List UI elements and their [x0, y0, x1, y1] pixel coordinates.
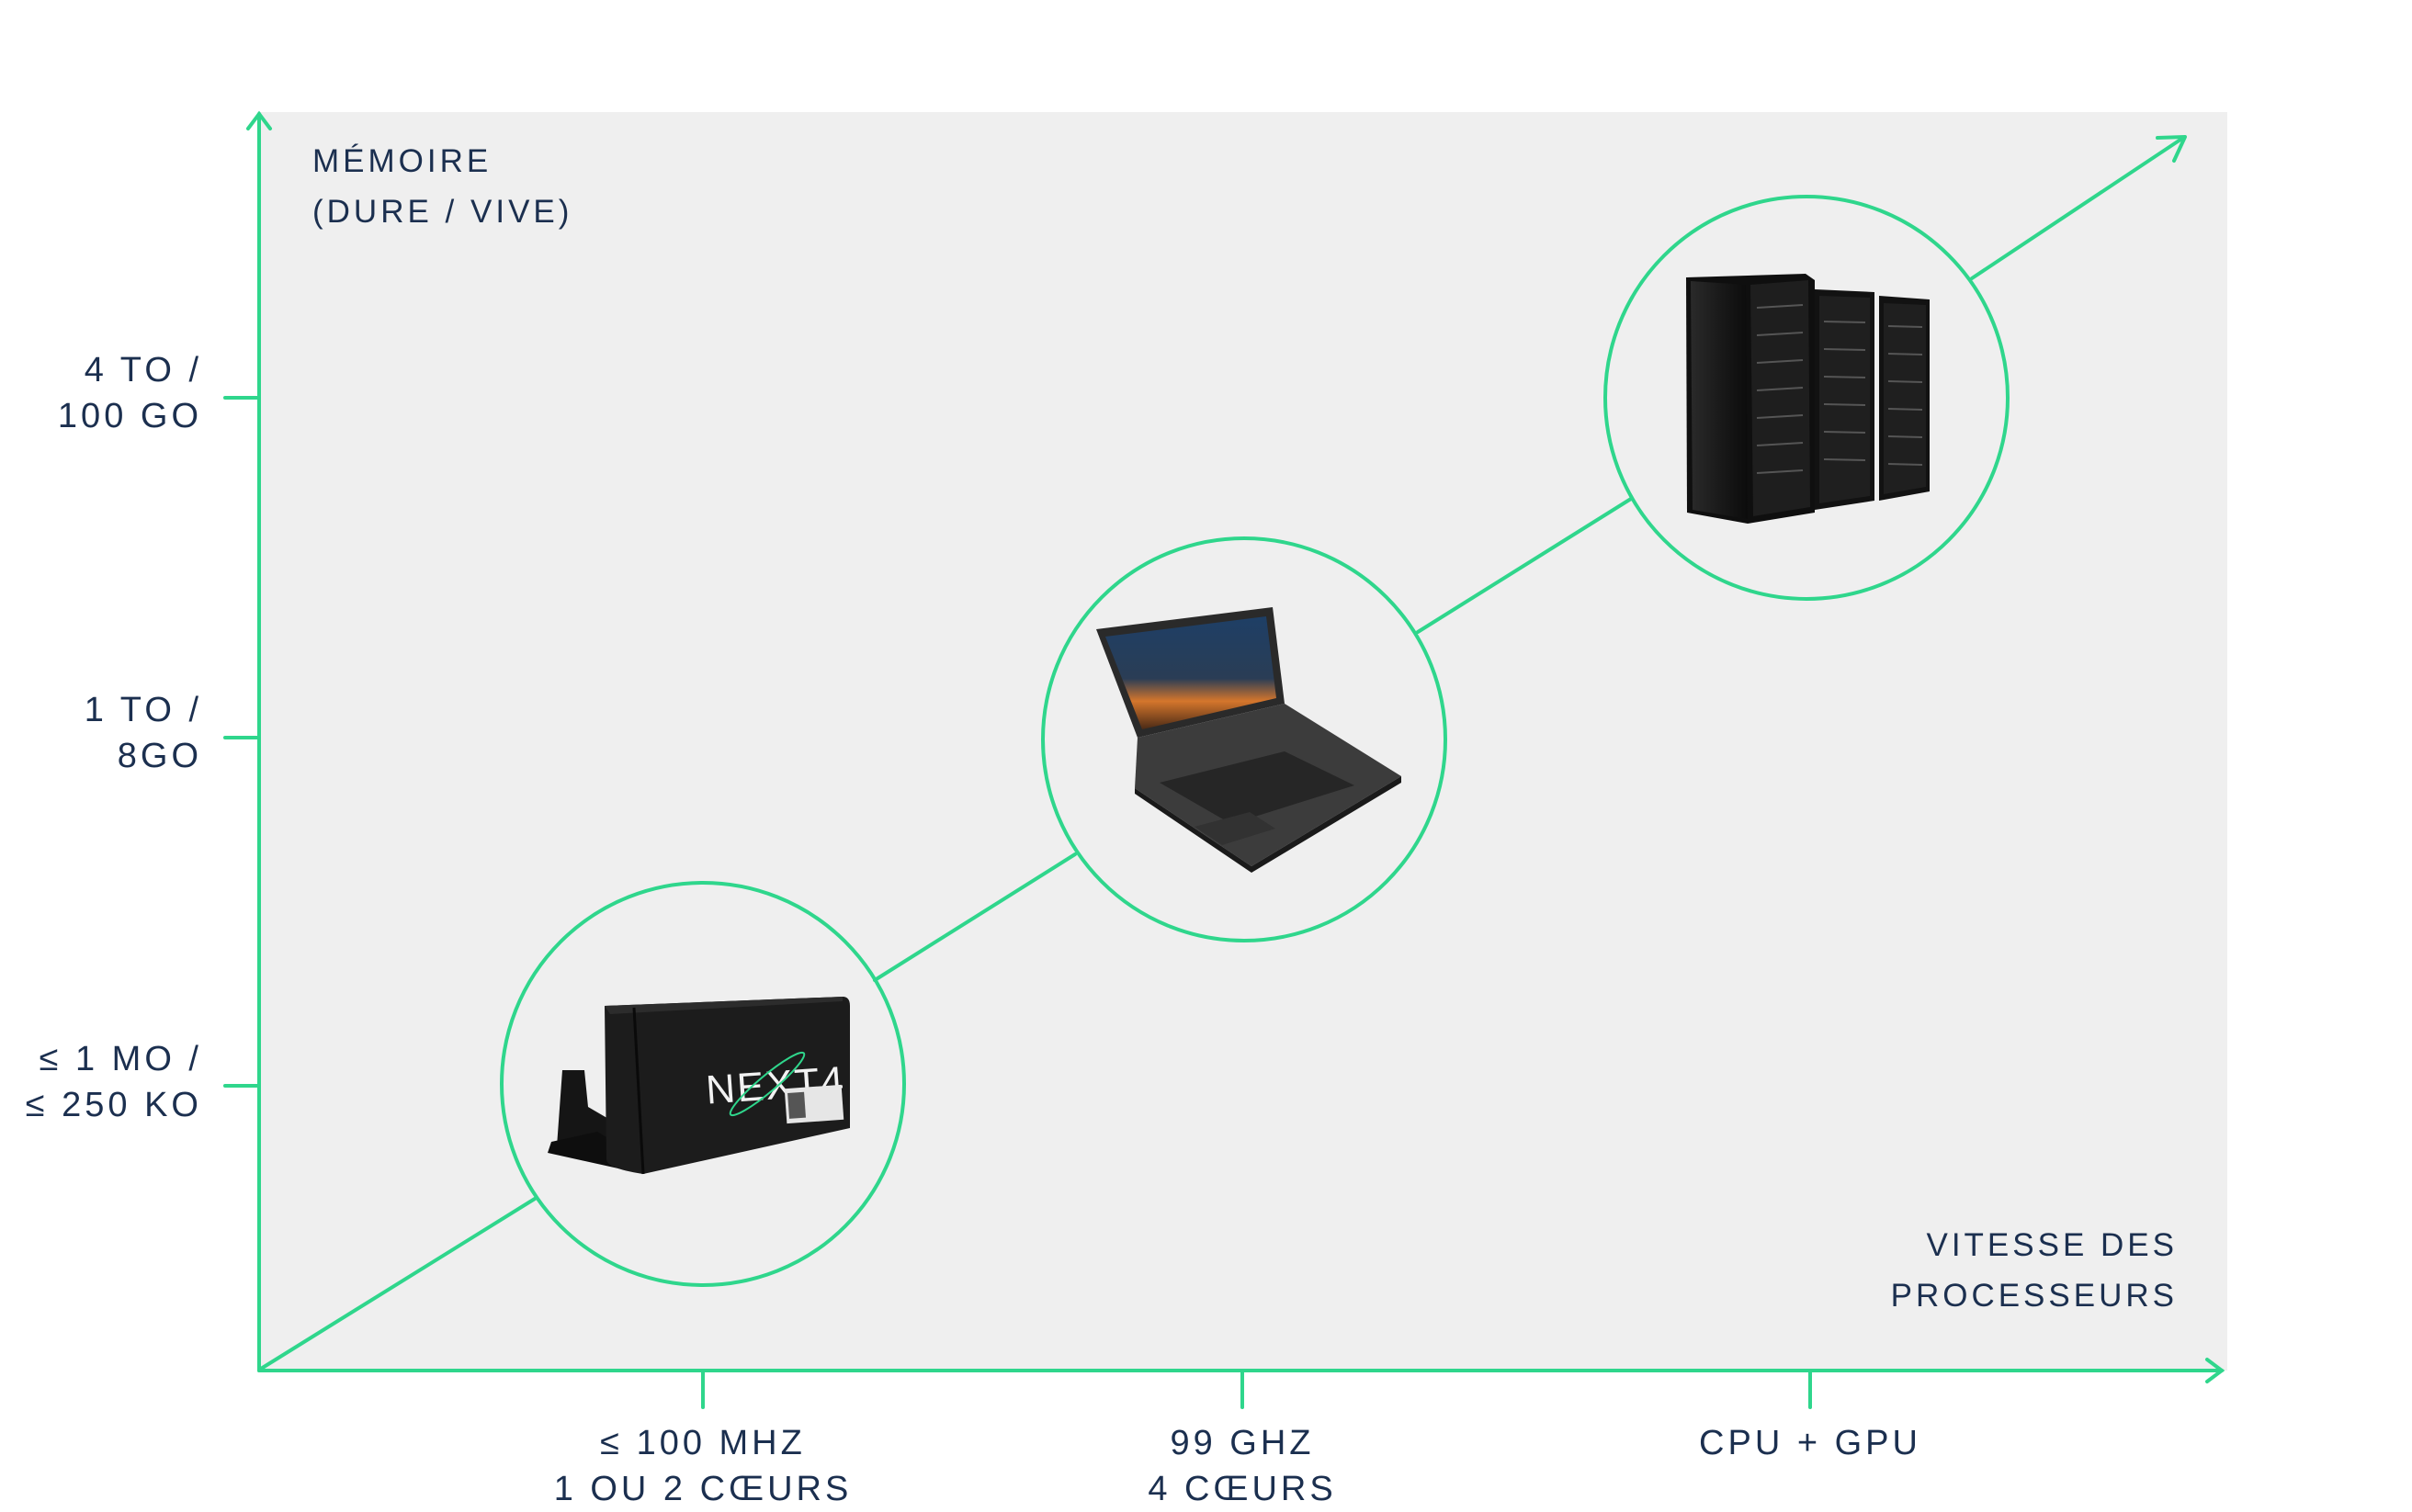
trend-line	[259, 135, 2187, 1371]
y-tick-label-3-line2: 100 GO	[57, 397, 202, 435]
y-tick-label-3: 4 TO / 100 GO	[0, 347, 202, 439]
device-circle-medium	[1041, 536, 1447, 942]
y-tick-label-2-line2: 8GO	[117, 737, 202, 775]
y-axis-title: MÉMOIRE (DURE / VIVE)	[312, 136, 698, 237]
x-axis	[257, 1358, 2225, 1409]
y-axis-title-line2: (DURE / VIVE)	[312, 194, 573, 230]
x-tick-label-1-line2: 1 OU 2 CŒURS	[553, 1470, 853, 1508]
iot-device-image: NEXT4	[548, 997, 850, 1175]
x-axis-title: VITESSE DES PROCESSEURS	[1810, 1220, 2178, 1321]
x-tick-label-1: ≤ 100 MHZ 1 OU 2 CŒURS	[464, 1420, 942, 1512]
x-axis-title-line2: PROCESSEURS	[1890, 1278, 2178, 1314]
laptop-image	[1096, 607, 1401, 873]
y-tick-label-1-line1: ≤ 1 MO /	[39, 1040, 202, 1078]
device-circle-large	[1603, 195, 2010, 601]
x-axis-title-line1: VITESSE DES	[1926, 1227, 2178, 1263]
server-racks-image	[1686, 274, 1930, 524]
x-tick-label-2-line1: 99 GHZ	[1170, 1424, 1315, 1462]
device-circle-small	[500, 881, 906, 1287]
x-tick-label-3-line1: CPU + GPU	[1699, 1424, 1921, 1462]
y-tick-label-1: ≤ 1 MO / ≤ 250 KO	[0, 1036, 202, 1128]
y-tick-label-1-line2: ≤ 250 KO	[25, 1086, 202, 1124]
x-tick-label-3: CPU + GPU	[1571, 1420, 2049, 1466]
y-axis	[223, 110, 272, 1372]
y-tick-label-2: 1 TO / 8GO	[0, 687, 202, 779]
x-tick-label-2: 99 GHZ 4 CŒURS	[1003, 1420, 1481, 1512]
y-tick-label-3-line1: 4 TO /	[84, 351, 202, 389]
x-tick-label-1-line1: ≤ 100 MHZ	[600, 1424, 806, 1462]
y-tick-label-2-line1: 1 TO /	[84, 691, 202, 729]
y-axis-title-line1: MÉMOIRE	[312, 143, 493, 179]
x-tick-label-2-line2: 4 CŒURS	[1148, 1470, 1337, 1508]
